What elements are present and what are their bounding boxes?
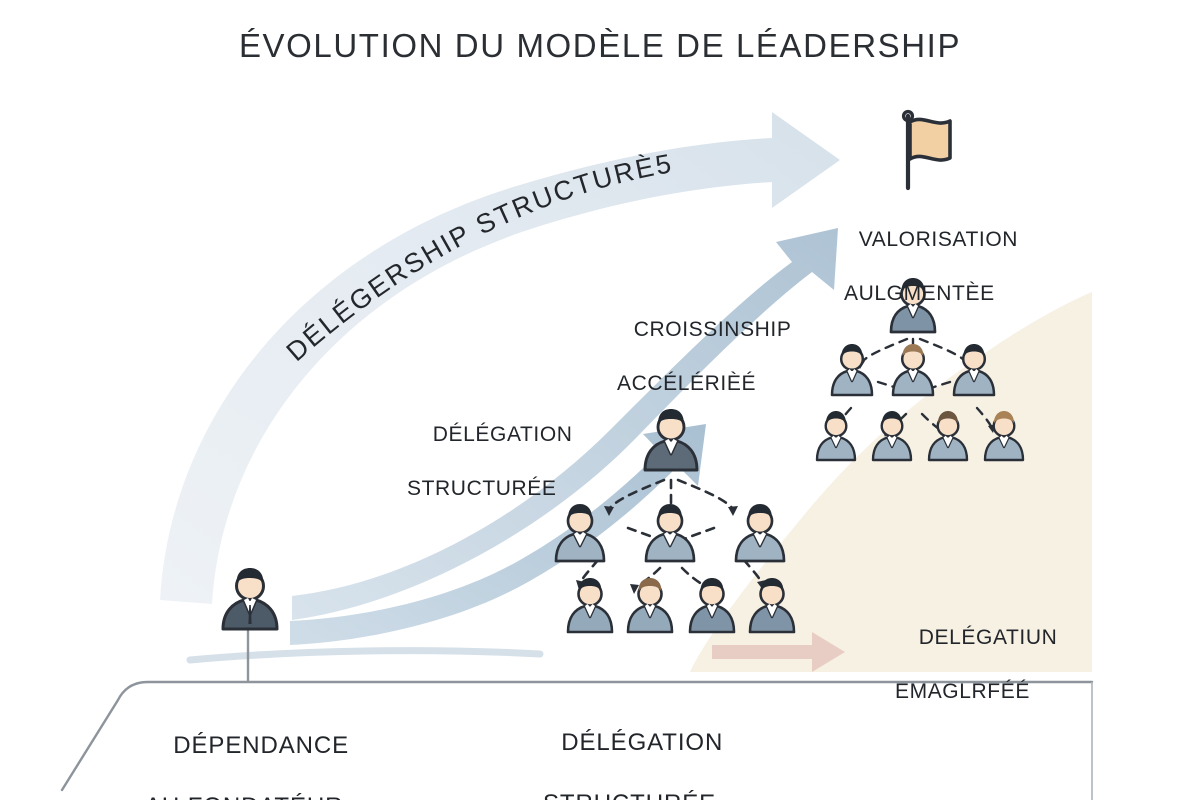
person-icon [734, 504, 786, 563]
flag-icon [901, 109, 952, 191]
axis-label-dependance: DÉPENDANCE AU FONDATÉUR [143, 700, 349, 800]
label-delegation-right: DELÉGATIUN EMAGLRFÉÉ [893, 598, 1057, 759]
axis-label-delegation-line1: DÉLÉGATION [561, 728, 724, 756]
axis-label-dependance-line1: DÉPENDANCE [173, 731, 349, 759]
person-icon [891, 344, 935, 397]
right-arrow-icon [712, 632, 845, 672]
person-leader-icon [889, 278, 937, 334]
label-delegation-right-line1: DELÉGATIUN [918, 625, 1058, 649]
baseline-axis [60, 630, 1094, 800]
axis-label-dependance-line2: AU FONDATÉUR [143, 792, 349, 800]
label-valorisation-line1: VALORISATION [858, 227, 1019, 251]
person-icon [871, 411, 913, 462]
person-icon [952, 344, 996, 397]
person-icon [566, 578, 614, 634]
person-icon [688, 578, 736, 634]
person-icon [554, 504, 606, 563]
label-delegation-mid-line1: DÉLÉGATION [432, 422, 573, 446]
person-leader-icon [643, 409, 699, 472]
label-croissance-line2: ACCÉLÉRIÈÉ [617, 371, 757, 395]
person-icon [221, 568, 279, 631]
person-icon [815, 411, 857, 462]
page-title: ÉVOLUTION DU MODÈLE DE LÉADERSHIP [238, 27, 962, 64]
org-chart-right [815, 278, 1025, 462]
person-icon [983, 411, 1025, 462]
label-delegation-right-line2: EMAGLRFÉÉ [895, 679, 1030, 703]
axis-label-delegation-line2: STRUCTURÉE [531, 789, 723, 800]
axis-label-delegation: DÉLÉGATION STRUCTURÉE [531, 697, 723, 800]
label-croissance-line1: CROISSINSHIP [633, 317, 792, 341]
person-icon [830, 344, 874, 397]
label-delegation-mid-line2: STRUCTURÉE [407, 476, 557, 500]
label-valorisation: VALORISATION AULGMENTÈE [833, 200, 1018, 361]
person-icon [626, 578, 674, 634]
label-delegation-structuree-mid: DÉLÉGATION STRUCTURÉE [407, 395, 573, 556]
label-croissance: CROISSINSHIP ACCÉLÉRIÈÉ [608, 290, 791, 451]
person-icon [644, 504, 696, 563]
thick-right-arrow-icon [160, 112, 840, 604]
person-icon [927, 411, 969, 462]
person-icon [748, 578, 796, 634]
org-chart-middle [554, 409, 796, 634]
label-valorisation-line2: AULGMENTÈE [844, 281, 995, 305]
